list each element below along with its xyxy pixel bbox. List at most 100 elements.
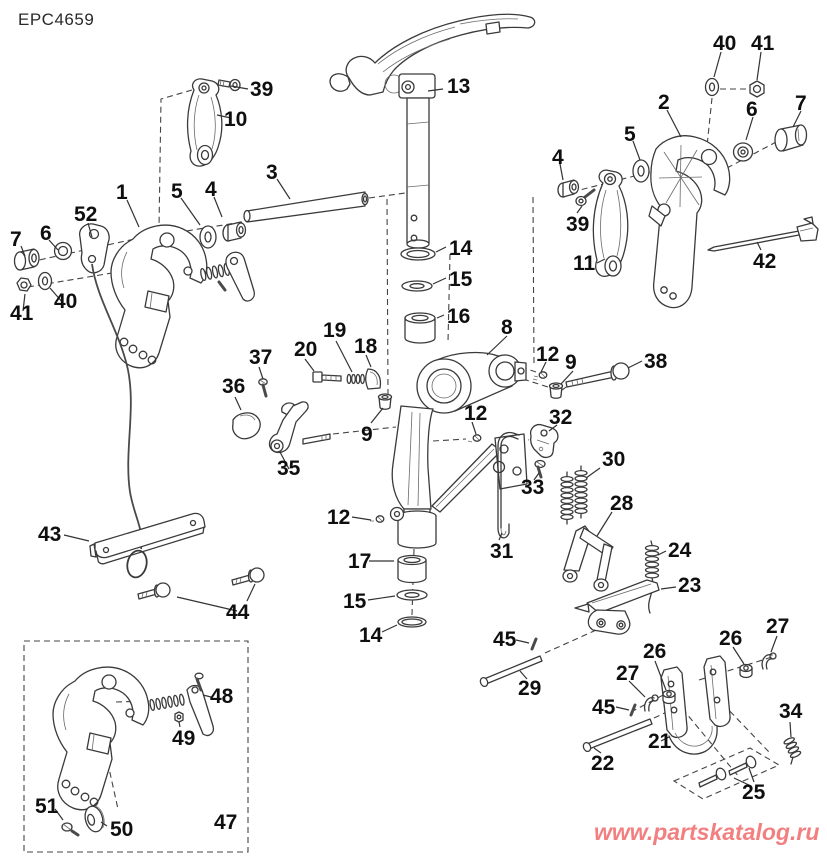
part-41-nut-left bbox=[16, 277, 32, 292]
part-label-40a: 40 bbox=[54, 290, 78, 313]
part-45-pin-a bbox=[530, 637, 538, 651]
part-label-27b: 27 bbox=[616, 662, 640, 685]
part-label-25: 25 bbox=[742, 781, 766, 804]
part-label-24: 24 bbox=[668, 539, 692, 562]
part-label-45a: 45 bbox=[493, 628, 517, 651]
inset-box bbox=[23, 640, 249, 853]
part-18-detent bbox=[365, 368, 382, 390]
part-label-29: 29 bbox=[518, 677, 542, 700]
part-label-12b: 12 bbox=[464, 402, 488, 425]
part-label-15a: 15 bbox=[449, 268, 473, 291]
part-label-17: 17 bbox=[348, 550, 372, 573]
part-label-37: 37 bbox=[249, 346, 273, 369]
part-label-19: 19 bbox=[323, 319, 347, 342]
part-36-knob bbox=[232, 412, 261, 440]
part-label-28: 28 bbox=[610, 492, 634, 515]
part-40-washer-left bbox=[37, 271, 53, 291]
part-29-rod bbox=[479, 655, 543, 688]
part-52-lanyard bbox=[79, 223, 148, 579]
part-32-clamp bbox=[529, 423, 559, 459]
part-7-bushing-right bbox=[774, 124, 808, 152]
part-label-3: 3 bbox=[266, 161, 278, 184]
part-7-bushing-left bbox=[13, 248, 40, 271]
part-13-steering-arm bbox=[329, 13, 536, 249]
part-label-12a: 12 bbox=[536, 343, 560, 366]
part-label-21: 21 bbox=[648, 730, 672, 753]
part-8-swivel-bracket bbox=[389, 351, 528, 549]
part-label-6a: 6 bbox=[40, 222, 52, 245]
part-label-45b: 45 bbox=[592, 696, 616, 719]
part-label-26a: 26 bbox=[719, 627, 743, 650]
part-33-screw bbox=[534, 459, 546, 479]
part-label-40b: 40 bbox=[713, 32, 737, 55]
part-22-rod bbox=[582, 718, 653, 753]
part-20-bolt bbox=[312, 371, 342, 383]
part-30-springs bbox=[560, 465, 588, 525]
part-9-grommet-a bbox=[548, 382, 564, 399]
part-label-35: 35 bbox=[277, 457, 301, 480]
part-14-oring-upper bbox=[400, 247, 436, 261]
part-1-stern-bracket bbox=[110, 224, 208, 369]
part-label-44: 44 bbox=[226, 601, 250, 624]
part-12-screw-c bbox=[370, 515, 385, 523]
part-51-screw bbox=[61, 822, 80, 837]
part-10-link-arm bbox=[186, 78, 223, 167]
part-label-20: 20 bbox=[294, 338, 318, 361]
part-48-screw bbox=[194, 672, 204, 692]
part-label-43: 43 bbox=[38, 523, 62, 546]
part-label-34: 34 bbox=[779, 700, 803, 723]
part-4-bushing-right bbox=[557, 179, 580, 198]
part-label-14a: 14 bbox=[449, 237, 473, 260]
part-12-screw-a bbox=[532, 371, 548, 381]
part-38-bolt bbox=[565, 362, 630, 388]
part-44-bolts bbox=[137, 567, 265, 600]
part-21-u-bracket bbox=[660, 655, 731, 755]
part-31-rod bbox=[492, 431, 520, 539]
leader-lines bbox=[20, 51, 802, 827]
part-label-41a: 41 bbox=[10, 302, 34, 325]
part-label-23: 23 bbox=[678, 574, 702, 597]
part-45-pin-b bbox=[629, 703, 637, 717]
part-label-10: 10 bbox=[224, 108, 248, 131]
part-42-shift-rod bbox=[707, 216, 819, 252]
part-17-bushing bbox=[397, 554, 427, 584]
part-5-washer-right bbox=[632, 159, 650, 183]
part-6-nut-right bbox=[732, 142, 754, 162]
part-label-49: 49 bbox=[172, 727, 196, 750]
part-48-spring bbox=[149, 693, 185, 712]
part-label-26b: 26 bbox=[643, 640, 667, 663]
part-14-oring-lower bbox=[397, 616, 427, 628]
part-label-47: 47 bbox=[214, 811, 238, 834]
part-25-pins bbox=[698, 755, 757, 788]
part-label-42: 42 bbox=[753, 250, 777, 273]
part-19-spring bbox=[346, 373, 365, 385]
part-label-12c: 12 bbox=[327, 506, 351, 529]
part-39-screw-right bbox=[575, 188, 596, 207]
part-label-8: 8 bbox=[501, 316, 513, 339]
part-label-1: 1 bbox=[116, 181, 128, 204]
watermark-url: www.partskatalog.ru bbox=[594, 819, 820, 845]
part-label-30: 30 bbox=[602, 448, 626, 471]
part-26-nuts bbox=[662, 663, 753, 705]
part-1-clamp-screw bbox=[200, 251, 255, 302]
part-43-anode-plate bbox=[89, 512, 206, 565]
part-49-nut bbox=[174, 711, 184, 723]
part-label-41b: 41 bbox=[751, 32, 775, 55]
part-label-4a: 4 bbox=[205, 178, 217, 201]
part-label-52: 52 bbox=[74, 203, 98, 226]
part-label-48: 48 bbox=[210, 685, 234, 708]
part-label-11: 11 bbox=[573, 252, 596, 275]
part-34-spring bbox=[783, 737, 802, 765]
part-label-9b: 9 bbox=[361, 423, 373, 446]
part-label-33: 33 bbox=[521, 476, 545, 499]
part-12-screw-b bbox=[467, 434, 482, 443]
part-label-32: 32 bbox=[549, 406, 573, 429]
part-label-22: 22 bbox=[591, 752, 615, 775]
part-label-51: 51 bbox=[35, 795, 59, 818]
part-label-13: 13 bbox=[447, 75, 471, 98]
part-label-31: 31 bbox=[490, 540, 514, 563]
part-label-15b: 15 bbox=[343, 590, 367, 613]
part-label-5a: 5 bbox=[171, 180, 183, 203]
part-15-washer-upper bbox=[401, 280, 433, 292]
part-39-screw-top bbox=[217, 78, 241, 92]
